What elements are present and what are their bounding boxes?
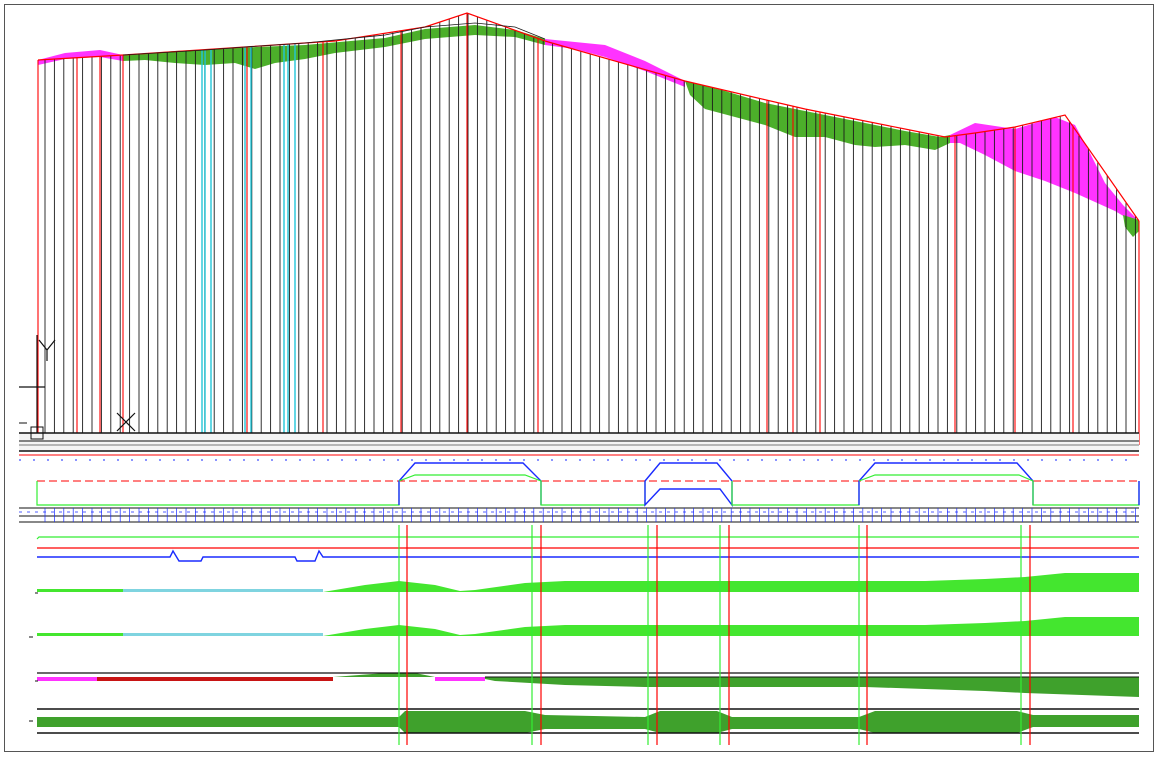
fill-area-2: [685, 81, 950, 150]
station-line-grid: [44, 13, 1136, 433]
plan-station-ticks: [44, 508, 1136, 522]
band-section-guides: [398, 525, 1031, 745]
structure-lines: [201, 43, 296, 445]
cut-area-mid: [545, 39, 685, 87]
profile-cut-fill-areas: [38, 25, 1139, 237]
ucs-icon: [19, 335, 136, 440]
key-station-lines: [37, 13, 1140, 445]
station-bar: [19, 432, 1139, 456]
existing-ground-line: [122, 22, 546, 56]
cad-viewport[interactable]: [4, 4, 1154, 752]
band-rows: [29, 536, 1139, 734]
cad-drawing: [19, 12, 1140, 745]
plan-view: [19, 459, 1140, 523]
